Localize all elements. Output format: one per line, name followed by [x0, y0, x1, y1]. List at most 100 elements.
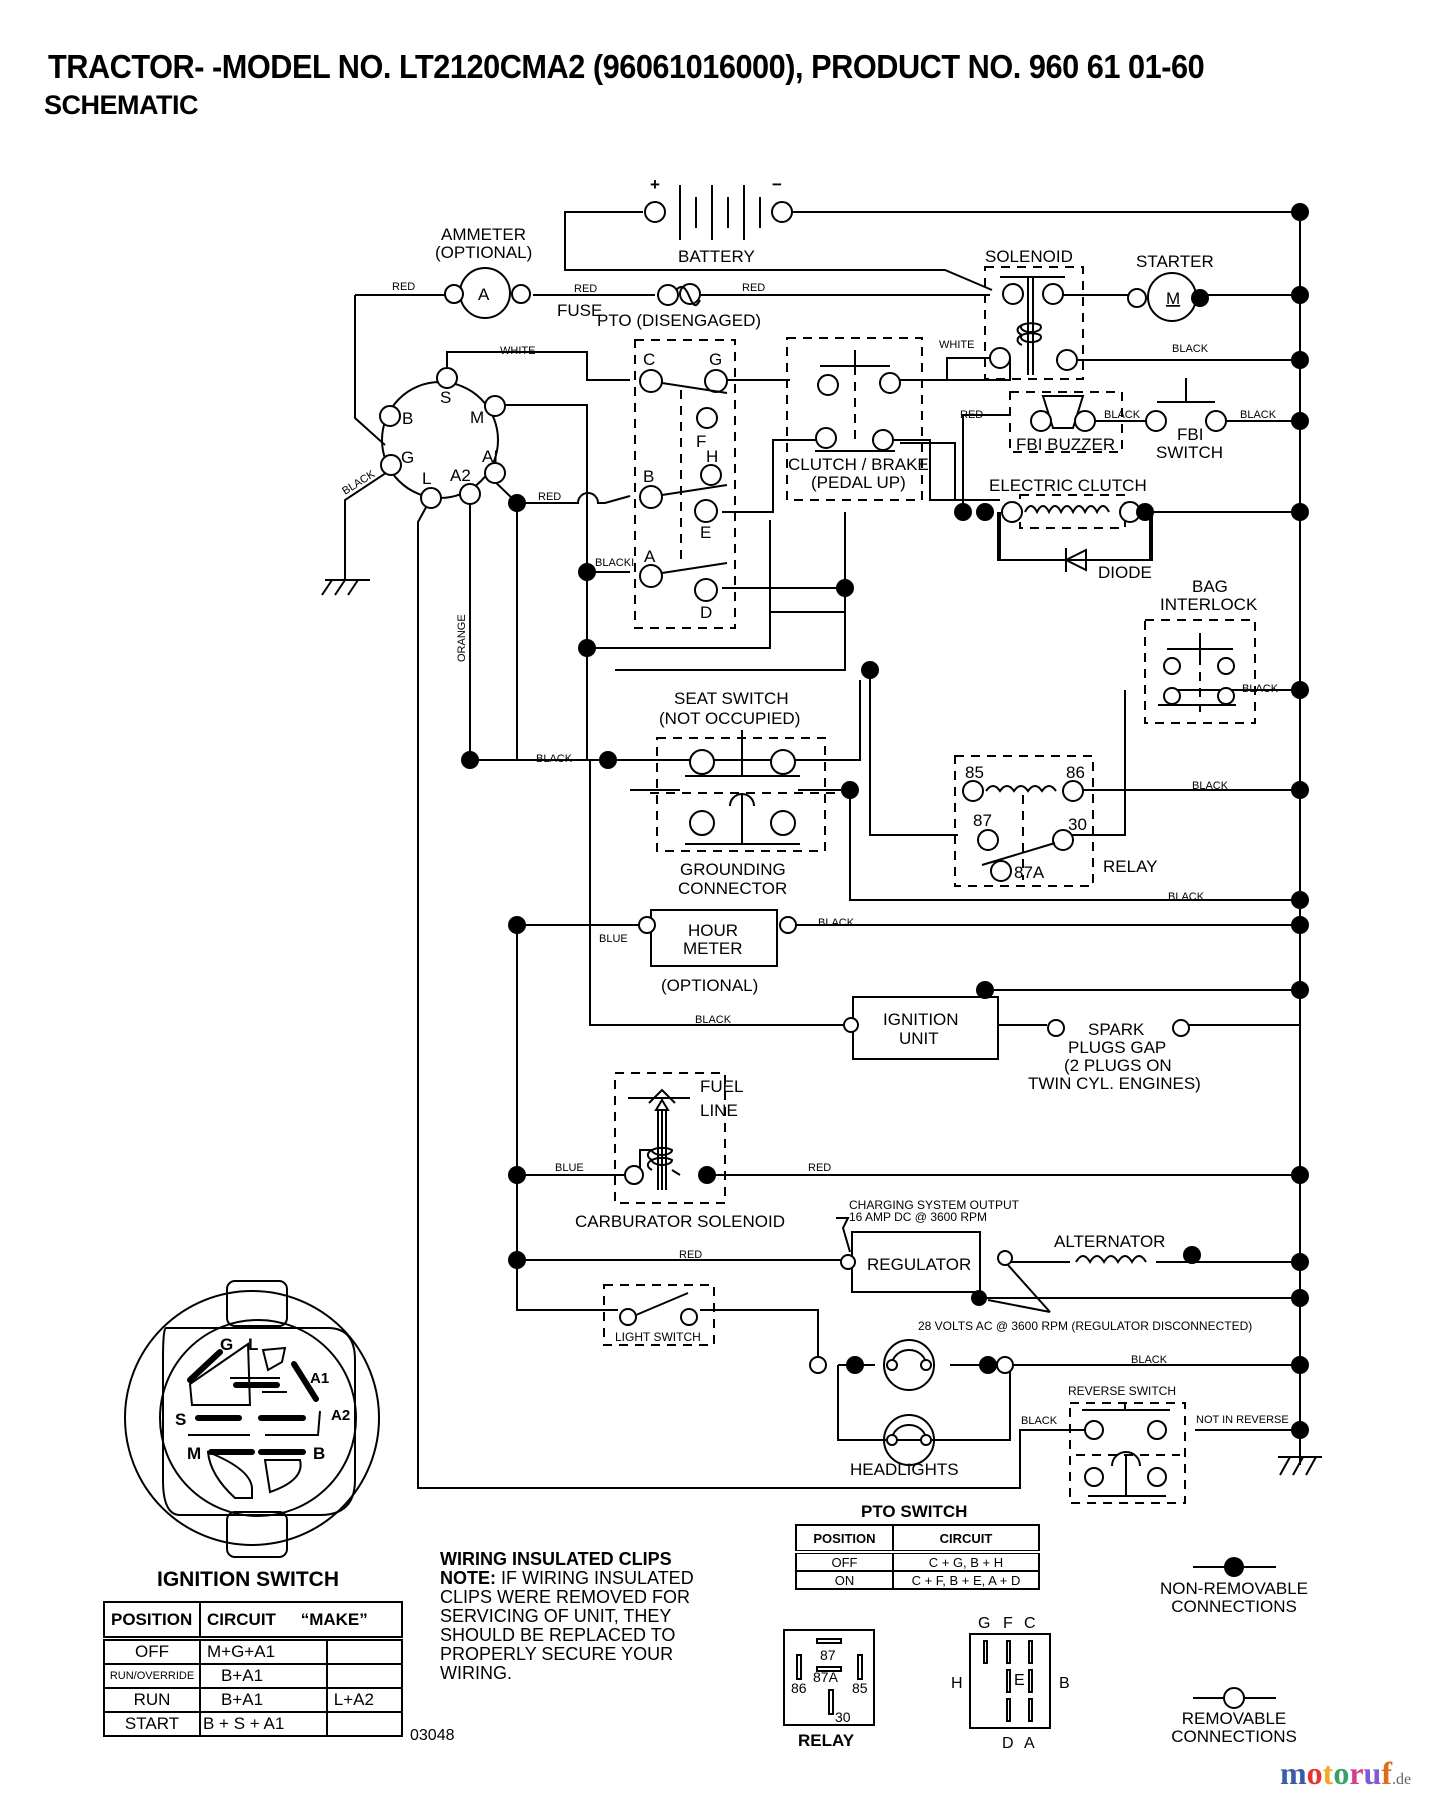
- electric-clutch-icon: [997, 494, 1153, 572]
- junction-node: [1136, 503, 1154, 521]
- ign-face-label-b: B: [313, 1444, 325, 1463]
- pto-pin-f: F: [1003, 1615, 1013, 1632]
- ign-terminal-b: B: [402, 409, 413, 428]
- ign-face-label-a1: A1: [310, 1370, 329, 1387]
- wire-label-black: BLACK: [1021, 1415, 1058, 1427]
- junction-node: [954, 503, 972, 521]
- wire-label-white: WHITE: [939, 339, 974, 351]
- grounding-connector-label: GROUNDING: [680, 860, 786, 879]
- ign-face-label-m: M: [187, 1444, 201, 1463]
- ammeter-symbol: A: [478, 285, 490, 304]
- diode-label: DIODE: [1098, 563, 1152, 582]
- legend-label: NON-REMOVABLE: [1160, 1579, 1308, 1598]
- junction-node: [1291, 351, 1309, 369]
- ground-icon: [1278, 1456, 1322, 1476]
- ign-face-label-a2: A2: [331, 1407, 350, 1424]
- junction-node: [1291, 286, 1309, 304]
- watermark-suffix: .de: [1391, 1771, 1412, 1788]
- pto-terminal-h: H: [706, 447, 718, 466]
- relay-pin-30: 30: [835, 1709, 851, 1725]
- battery-positive: +: [650, 175, 660, 194]
- junction-node: [1291, 1166, 1309, 1184]
- junction-node: [578, 639, 596, 657]
- not-in-reverse-label: NOT IN REVERSE: [1196, 1414, 1289, 1426]
- seat-switch-state-label: (NOT OCCUPIED): [659, 709, 800, 728]
- wire-label-white: WHITE: [500, 345, 535, 357]
- ignition-unit-label-2: UNIT: [899, 1029, 939, 1048]
- relay-terminal-86: 86: [1066, 763, 1085, 782]
- wire-label-red: RED: [538, 491, 561, 503]
- reverse-switch-label: REVERSE SWITCH: [1068, 1384, 1176, 1398]
- table-row: RUN/OVERRIDE B+A1: [103, 1663, 404, 1689]
- position-cell: RUN: [103, 1687, 201, 1713]
- ign-face-label-l: L: [248, 1335, 258, 1354]
- junction-node: [1291, 981, 1309, 999]
- junction-node: [1291, 203, 1309, 221]
- relay-terminal-85: 85: [965, 763, 984, 782]
- junction-node: [1291, 1421, 1309, 1439]
- fbi-buzzer-icon: [1009, 391, 1123, 453]
- headlight-icon: [883, 1339, 935, 1391]
- pto-pin-a: A: [1024, 1735, 1035, 1752]
- reverse-switch-icon: [1069, 1402, 1186, 1504]
- junction-nodes: [461, 203, 1309, 1439]
- light-switch-icon: [603, 1284, 715, 1346]
- battery-negative: −: [772, 175, 782, 194]
- fuel-line-label-2: LINE: [700, 1101, 738, 1120]
- spark-plugs-label: SPARK: [1088, 1020, 1145, 1039]
- wire-label-black: BLACK: [1104, 409, 1141, 421]
- ign-face-label-g: G: [220, 1335, 233, 1354]
- carburator-solenoid-icon: [614, 1072, 726, 1204]
- fuse-label: FUSE: [557, 301, 602, 320]
- seat-switch-icon: [650, 730, 835, 852]
- ammeter-label: AMMETER: [441, 225, 526, 244]
- ignition-switch-face-icon: [124, 1280, 380, 1558]
- make-cell: [326, 1637, 404, 1665]
- wire-label-red: RED: [742, 282, 765, 294]
- legend-label: CONNECTIONS: [1171, 1727, 1297, 1746]
- position-cell: RUN/OVERRIDE: [103, 1663, 201, 1689]
- ignition-switch-terminal-block: [379, 367, 506, 509]
- watermark-logo: motoruf.de: [1280, 1755, 1411, 1792]
- table-row: OFF C + G, B + H: [795, 1551, 1041, 1572]
- circuit-cell: C + G, B + H: [891, 1551, 1041, 1572]
- ign-terminal-g: G: [401, 448, 414, 467]
- charging-output-value: 16 AMP DC @ 3600 RPM: [849, 1210, 987, 1224]
- pto-switch-icon: [634, 339, 736, 629]
- table-row: OFF M+G+A1: [103, 1637, 404, 1665]
- ignition-unit-label: IGNITION: [883, 1010, 959, 1029]
- wire-label-red: RED: [808, 1162, 831, 1174]
- hour-meter-optional-label: (OPTIONAL): [661, 976, 758, 995]
- junction-node: [841, 781, 859, 799]
- wire-label-black: BLACKI: [595, 557, 634, 569]
- circuit-cell: B + S + A1: [199, 1711, 328, 1737]
- junction-node: [1291, 412, 1309, 430]
- pto-pin-d: D: [1002, 1735, 1014, 1752]
- clutch-brake-pedal-label: (PEDAL UP): [811, 473, 906, 492]
- spark-plugs-note: (2 PLUGS ON: [1064, 1056, 1172, 1075]
- circuit-cell: C + F, B + E, A + D: [891, 1570, 1041, 1590]
- seat-switch-label: SEAT SWITCH: [674, 689, 789, 708]
- junction-node: [1291, 1289, 1309, 1307]
- pto-connector-icon: [969, 1633, 1051, 1729]
- wire-label-black: BLACK: [1192, 780, 1229, 792]
- ign-terminal-ai: AI: [482, 447, 498, 466]
- junction-node: [508, 1251, 526, 1269]
- bag-interlock-switch-icon: [1144, 619, 1256, 724]
- alternator-icon: [1075, 1246, 1201, 1264]
- relay-label: RELAY: [1103, 857, 1158, 876]
- wire-label-black: BLACK: [818, 917, 855, 929]
- pto-terminal-e: E: [700, 523, 711, 542]
- table-header: POSITION: [103, 1601, 201, 1640]
- spark-plugs-gap-label: PLUGS GAP: [1068, 1038, 1166, 1057]
- make-cell: L+A2: [326, 1687, 404, 1713]
- wire-label-red: RED: [574, 283, 597, 295]
- spark-plugs-note-2: TWIN CYL. ENGINES): [1028, 1074, 1201, 1093]
- legend-label: REMOVABLE: [1181, 1709, 1287, 1728]
- relay-pin-87: 87: [820, 1647, 836, 1663]
- wire-label-red: RED: [392, 281, 415, 293]
- relay-terminal-87a: 87A: [1014, 863, 1045, 882]
- hour-meter-icon: [638, 909, 797, 967]
- wire-label-red: RED: [679, 1249, 702, 1261]
